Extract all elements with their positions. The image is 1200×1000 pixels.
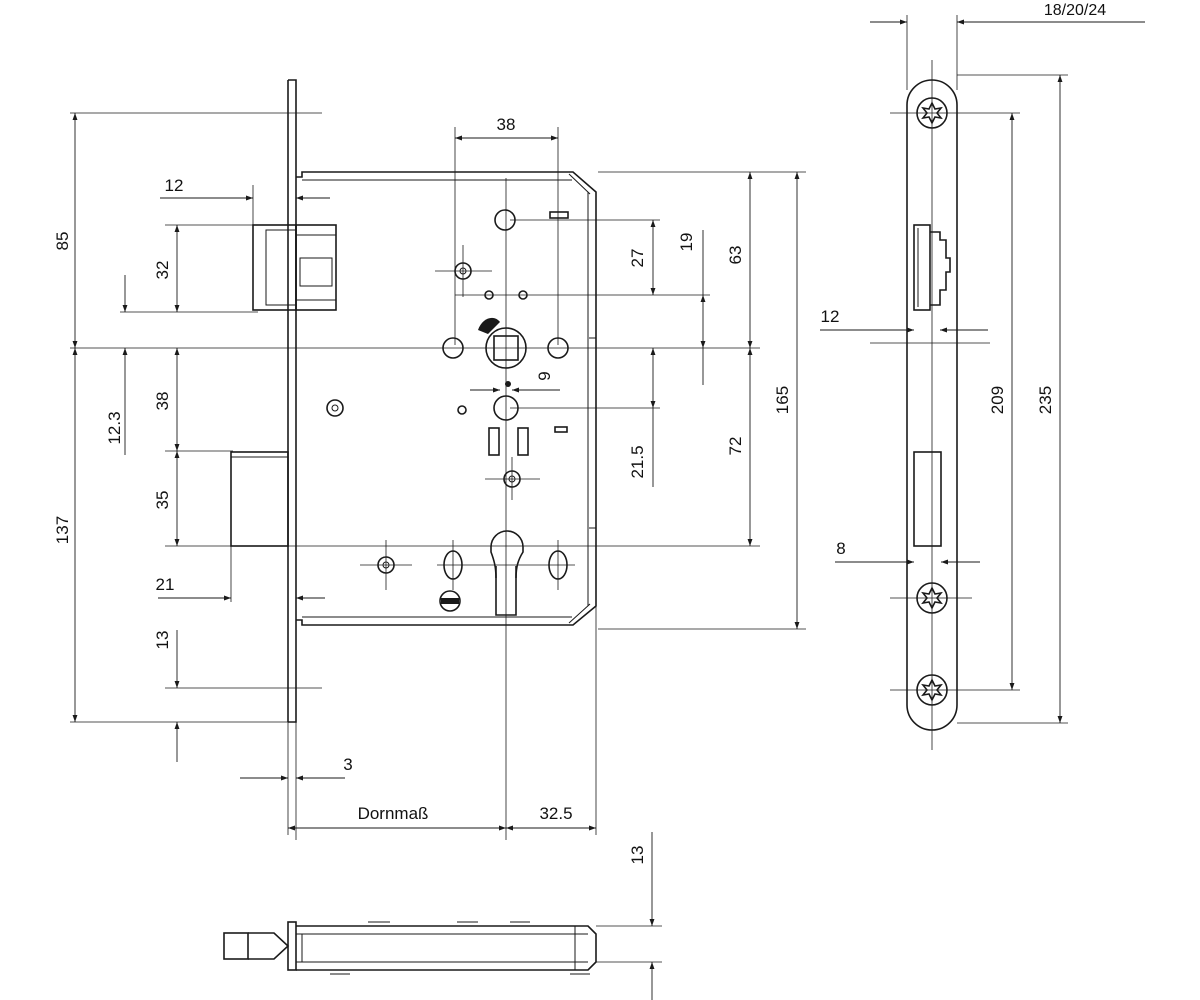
dim-85-label: 85 bbox=[53, 232, 72, 251]
cylinder-cutout bbox=[490, 530, 524, 616]
dim-165-label: 165 bbox=[773, 386, 792, 414]
dim-38-left-label: 38 bbox=[153, 392, 172, 411]
dim-63-label: 63 bbox=[726, 246, 745, 265]
lock-case bbox=[296, 171, 597, 626]
bolt-opening bbox=[913, 451, 942, 547]
dim-38-top-label: 38 bbox=[497, 115, 516, 134]
dim-32-5-label: 32.5 bbox=[539, 804, 572, 823]
dim-12-3-label: 12.3 bbox=[105, 411, 124, 444]
dim-27-label: 27 bbox=[628, 249, 647, 268]
side-view-dimensions: 18/20/24 12 8 209 235 bbox=[820, 2, 1145, 724]
mounting-holes bbox=[326, 209, 569, 612]
faceplate bbox=[287, 79, 297, 723]
dim-137-label: 137 bbox=[53, 516, 72, 544]
latch-opening bbox=[913, 224, 951, 311]
dim-21-label: 21 bbox=[156, 575, 175, 594]
dim-9-label: 9 bbox=[535, 371, 554, 380]
dead-bolt bbox=[230, 451, 289, 547]
dim-21-5-label: 21.5 bbox=[628, 445, 647, 478]
front-view-dimensions: 85 137 32 12.3 38 35 13 12 21 3 Dor bbox=[53, 112, 806, 840]
dim-3-label: 3 bbox=[343, 755, 352, 774]
faceplate-side-view bbox=[890, 60, 1020, 750]
dim-32-label: 32 bbox=[153, 261, 172, 280]
dim-12-left-label: 12 bbox=[165, 176, 184, 195]
dim-13-left-label: 13 bbox=[153, 631, 172, 650]
dim-12-right-label: 12 bbox=[821, 307, 840, 326]
dim-72-label: 72 bbox=[726, 437, 745, 456]
dim-235-label: 235 bbox=[1036, 386, 1055, 414]
dim-19-label: 19 bbox=[677, 233, 696, 252]
dim-35-label: 35 bbox=[153, 491, 172, 510]
lock-front-view bbox=[230, 79, 597, 840]
centre-lines bbox=[360, 178, 575, 840]
dim-8-label: 8 bbox=[836, 539, 845, 558]
dim-dornmass-label: Dornmaß bbox=[358, 804, 429, 823]
dim-209-label: 209 bbox=[988, 386, 1007, 414]
dim-13-bottom-label: 13 bbox=[628, 846, 647, 865]
spindle-follower bbox=[478, 317, 527, 387]
dim-18-20-24-label: 18/20/24 bbox=[1044, 2, 1106, 19]
lock-top-view: 13 bbox=[223, 832, 662, 1000]
latch-bolt bbox=[252, 224, 337, 311]
